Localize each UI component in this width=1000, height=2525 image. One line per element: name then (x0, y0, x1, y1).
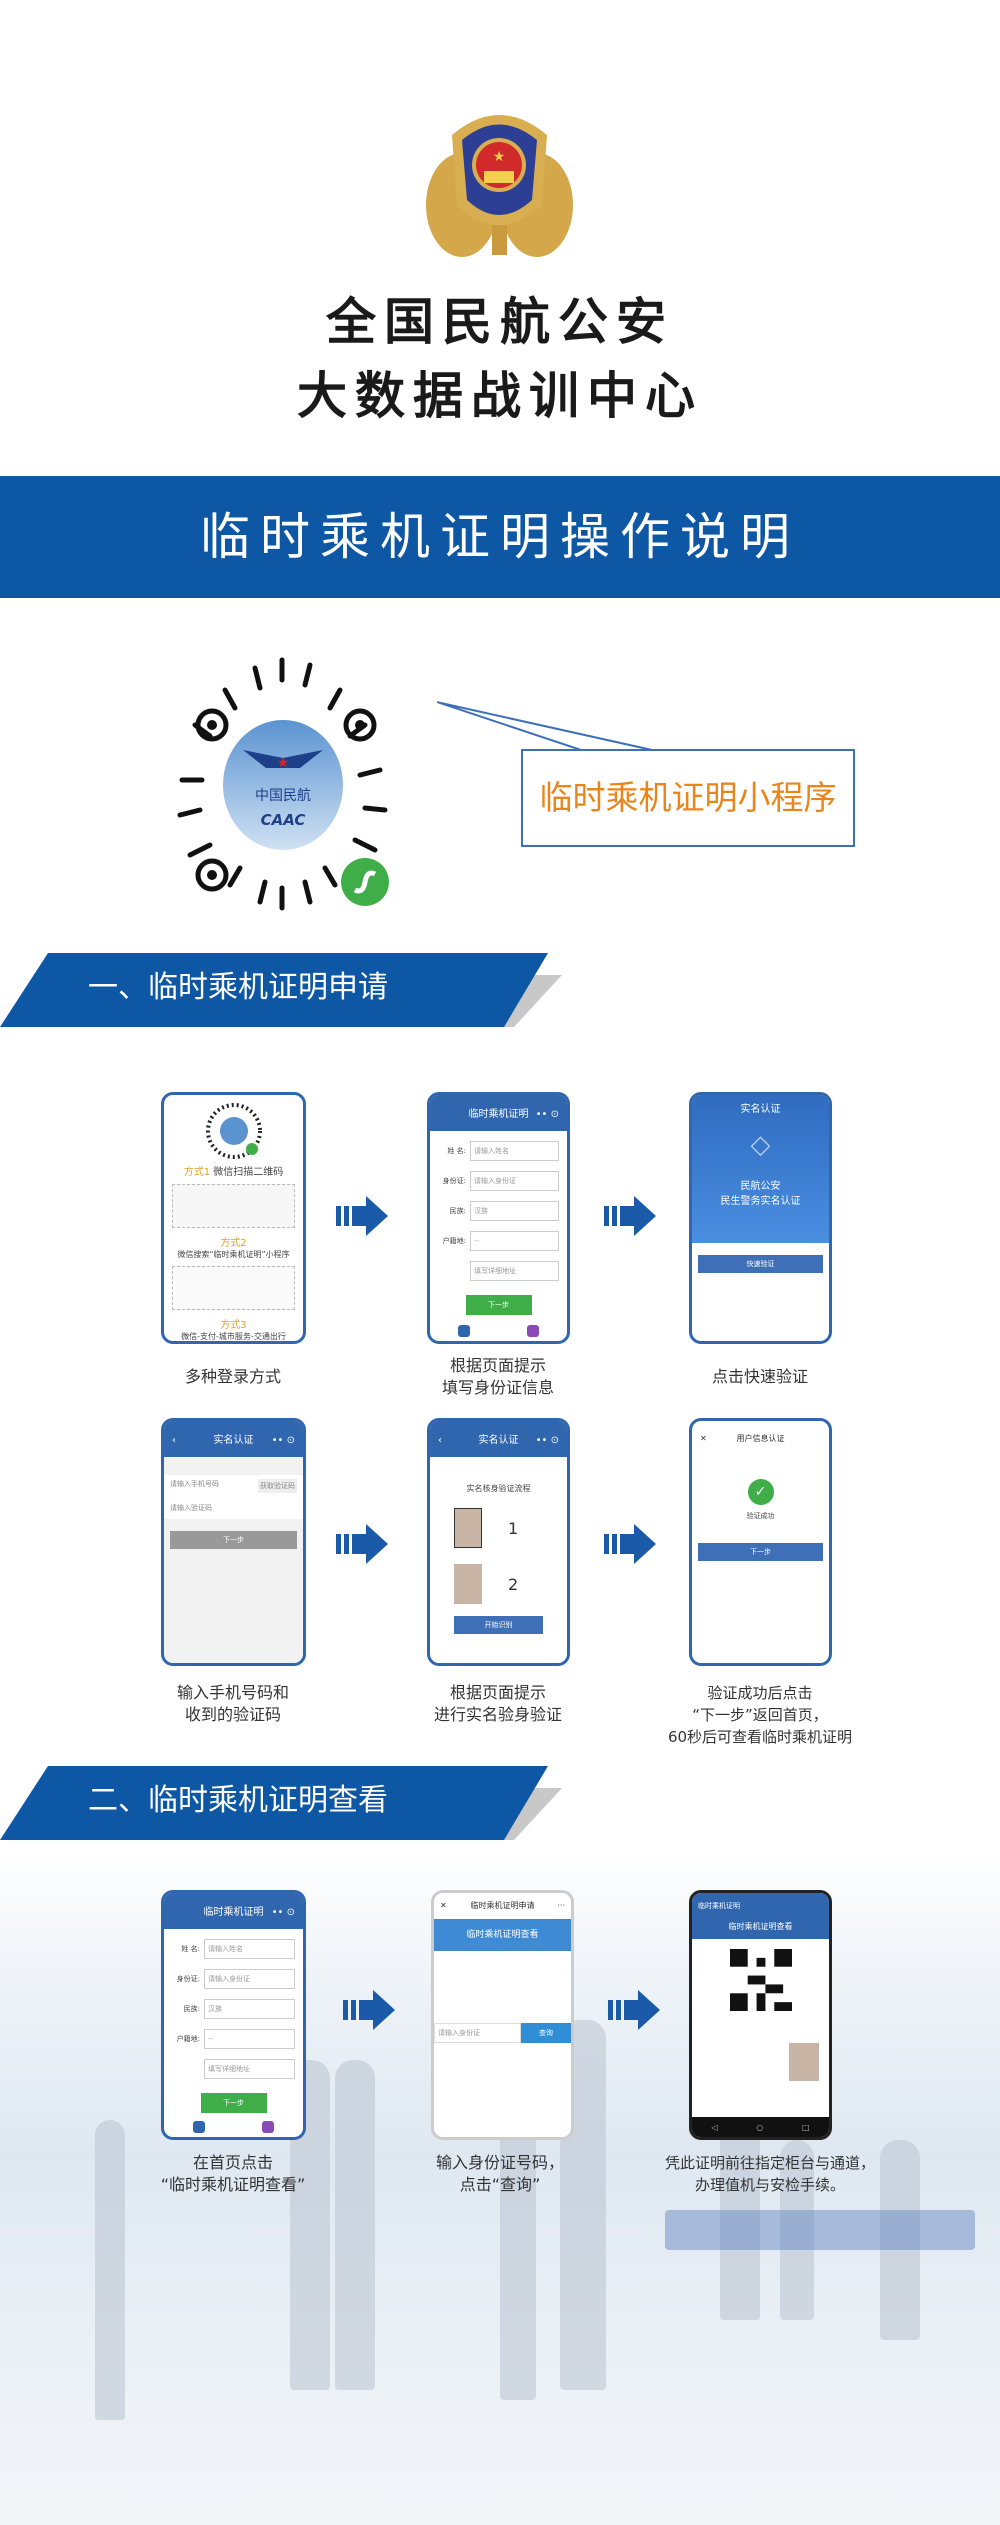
query-screenshot: ✕临时乘机证明申请··· 临时乘机证明查看 请输入身份证查询 (431, 1890, 574, 2140)
arrow-right-icon (604, 1524, 656, 1564)
phone-number-field[interactable]: 请输入手机号码 (170, 1480, 219, 1488)
address-field[interactable]: 填写详细地址 (470, 1261, 559, 1281)
apply-tab-icon[interactable] (192, 2121, 205, 2133)
section1-title: 一、临时乘机证明申请 (88, 970, 388, 1005)
certificate-qr-code (729, 1949, 792, 2011)
step-caption: 凭此证明前往指定柜台与通道，办理值机与安检手续。 (664, 2154, 875, 2194)
hero-line1: 民航公安 (740, 1181, 781, 1192)
verify-success-screenshot: ✕用户信息认证 ✓ 验证成功 下一步 (689, 1418, 832, 1666)
arrow-right-icon (604, 1196, 656, 1236)
subheader: 临时乘机证明查看 (692, 1915, 829, 1939)
step-caption: 根据页面提示填写身份证信息 (441, 1356, 554, 1397)
next-button[interactable]: 下一步 (465, 1295, 532, 1315)
step-caption: 点击快速验证 (711, 1367, 808, 1386)
name-field[interactable]: 请输入姓名 (470, 1141, 559, 1161)
start-recognition-button[interactable]: 开始识别 (454, 1616, 543, 1634)
quick-verify-screenshot: 实名认证 ◇ 民航公安 民生警务实名认证 快速验证 (689, 1092, 832, 1344)
home-form-screenshot: 临时乘机证明•• ⊙ 姓 名:请输入姓名 身份证:请输入身份证 民族:汉族 户籍… (161, 1890, 306, 2140)
step-caption: 输入手机号码和收到的验证码 (176, 1683, 289, 1724)
step-caption: 根据页面提示进行实名验身验证 (433, 1683, 562, 1724)
login-methods-screenshot: 方式1 微信扫描二维码 方式2 微信搜索“临时乘机证明”小程序 方式3 微信-支… (161, 1092, 306, 1344)
id-query-input[interactable]: 请输入身份证 (434, 2023, 521, 2043)
section1-banner: 一、临时乘机证明申请 (0, 953, 562, 1027)
face-photo (454, 1564, 482, 1604)
next-button[interactable]: 下一步 (200, 2093, 267, 2113)
next-button[interactable]: 下一步 (698, 1543, 823, 1561)
certificate-screenshot: 临时乘机证明 临时乘机证明查看 ◁○□ (689, 1890, 832, 2140)
id-number-field[interactable]: 请输入身份证 (470, 1171, 559, 1191)
name-field[interactable]: 请输入姓名 (204, 1939, 295, 1959)
code-field[interactable]: 请输入验证码 (164, 1497, 303, 1519)
ethnicity-field[interactable]: 汉族 (470, 1201, 559, 1221)
get-code-button[interactable]: 获取验证码 (258, 1479, 297, 1493)
mini-program-qr-code[interactable]: ★ 中国民航 CAAC (150, 640, 415, 925)
mini-program-callout: 临时乘机证明小程序 (521, 749, 855, 847)
arrow-right-icon (336, 1524, 388, 1564)
method1-tag: 方式1 (183, 1167, 211, 1178)
address-field[interactable]: 填写详细地址 (204, 2059, 295, 2079)
method2-text: 微信搜索“临时乘机证明”小程序 (177, 1250, 290, 1259)
shield-graphic-icon: ◇ (750, 1130, 771, 1160)
caac-logo-en: CAAC (261, 811, 306, 829)
screen-title: 实名认证 (740, 1104, 781, 1115)
arrow-right-icon (608, 1990, 660, 2030)
svg-text:★: ★ (493, 149, 506, 165)
holder-photo (789, 2043, 819, 2081)
quick-verify-button[interactable]: 快速验证 (698, 1255, 823, 1273)
svg-text:★: ★ (277, 755, 290, 771)
face-photo (454, 1508, 482, 1548)
org-name-line2: 大数据战训中心 (297, 366, 703, 425)
id-number-field[interactable]: 请输入身份证 (204, 1969, 295, 1989)
face-verify-screenshot: ‹实名认证•• ⊙ 实名核身验证流程 1 2 开始识别 (427, 1418, 570, 1666)
org-name-line1: 全国民航公安 (326, 292, 674, 351)
screen-title: 临时乘机证明 (468, 1109, 529, 1120)
id-form-screenshot: 临时乘机证明•• ⊙ 姓 名:请输入姓名 身份证:请输入身份证 民族:汉族 户籍… (427, 1092, 570, 1344)
method3-tag: 方式3 (220, 1320, 247, 1331)
arrow-right-icon (336, 1196, 388, 1236)
callout-pointer (437, 701, 662, 752)
domicile-field[interactable]: -- (470, 1231, 559, 1251)
section2-banner: 二、临时乘机证明查看 (0, 1766, 562, 1840)
police-emblem-logo: ★ (426, 115, 573, 257)
method1-text: 微信扫描二维码 (213, 1167, 284, 1178)
step-caption: 多种登录方式 (184, 1367, 281, 1386)
hero-line2: 民生警务实名认证 (720, 1196, 801, 1207)
ethnicity-field[interactable]: 汉族 (204, 1999, 295, 2019)
method3-text: 微信-支付-城市服务-交通出行 (181, 1332, 286, 1341)
subheader: 临时乘机证明查看 (434, 1919, 571, 1951)
query-button[interactable]: 查询 (521, 2023, 571, 2043)
menu-close-icon: •• ⊙ (535, 1109, 559, 1120)
caac-logo-cn: 中国民航 (255, 788, 311, 804)
flow-title: 实名核身验证流程 (466, 1484, 531, 1493)
domicile-field[interactable]: -- (204, 2029, 295, 2049)
view-tab-icon[interactable] (262, 2121, 275, 2133)
step-caption: 验证成功后点击“下一步”返回首页，60秒后可查看临时乘机证明 (667, 1684, 853, 1746)
next-button[interactable]: 下一步 (170, 1531, 297, 1549)
section2-title: 二、临时乘机证明查看 (88, 1783, 388, 1818)
app-title: 临时乘机证明 (692, 1893, 829, 1915)
method2-tag: 方式2 (220, 1238, 247, 1249)
phone-verify-screenshot: ‹实名认证•• ⊙ 请输入手机号码获取验证码 请输入验证码 下一步 (161, 1418, 306, 1666)
success-check-icon: ✓ (747, 1479, 774, 1505)
close-icon: ✕ (700, 1434, 707, 1443)
status-text: 验证成功 (746, 1512, 775, 1520)
step-caption: 在首页点击“临时乘机证明查看” (160, 2153, 306, 2194)
mini-qr-icon (205, 1103, 262, 1159)
arrow-right-icon (343, 1990, 395, 2030)
page-title-banner: 临时乘机证明操作说明 (0, 476, 1000, 598)
step-caption: 输入身份证号码，点击“查询” (435, 2153, 564, 2194)
